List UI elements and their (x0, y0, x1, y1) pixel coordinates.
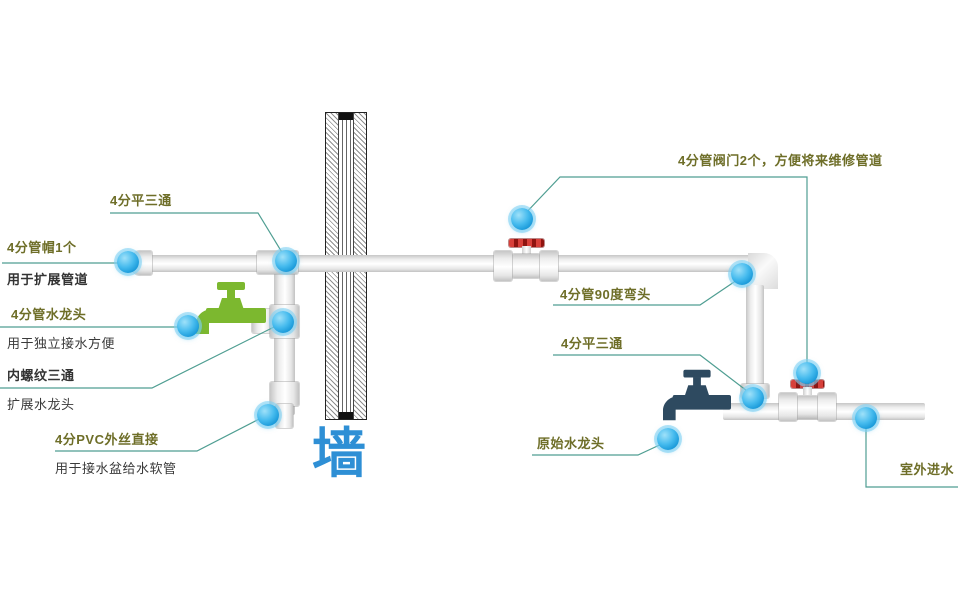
label-faucet-title: 4分管水龙头 (11, 307, 87, 322)
dot-flat-tee-right (742, 387, 764, 409)
valve-2-handle (791, 380, 824, 388)
label-faucet-desc: 用于独立接水方便 (7, 336, 116, 351)
dot-pvc-adapter (257, 404, 279, 426)
dot-elbow (731, 263, 753, 285)
wall-character-label: 墙 (312, 421, 366, 485)
valve-2-collar-left (779, 393, 797, 421)
dot-outdoor-inlet (855, 407, 877, 429)
valve-2-collar-right (818, 393, 836, 421)
label-elbow: 4分管90度弯头 (560, 287, 651, 302)
upper-pipe (135, 255, 757, 272)
label-inner-tee-desc: 扩展水龙头 (7, 397, 75, 412)
valve-1-body (512, 254, 540, 278)
label-original-faucet: 原始水龙头 (537, 436, 605, 451)
label-flat-tee-right: 4分平三通 (561, 336, 623, 351)
dot-pipe-cap (117, 251, 139, 273)
dot-valve-2 (796, 362, 818, 384)
wall-cap-top (339, 113, 353, 120)
dark-faucet-icon (663, 369, 731, 421)
dot-original-faucet (657, 428, 679, 450)
pvc-adapter-collar (270, 382, 299, 406)
label-valves-note: 4分管阀门2个，方便将来维修管道 (678, 153, 883, 168)
green-faucet-icon (196, 282, 266, 334)
valve-1-collar-left (494, 251, 512, 281)
label-outdoor-inlet: 室外进水 (900, 462, 955, 477)
valve-1-collar-right (540, 251, 558, 281)
dot-flat-tee-left (275, 250, 297, 272)
pvc-adapter-tip (276, 404, 293, 428)
label-cap-title: 4分管帽1个 (7, 240, 77, 255)
dot-valve-1 (511, 208, 533, 230)
label-inner-tee-title: 内螺纹三通 (7, 368, 75, 383)
right-vertical-pipe (746, 285, 764, 400)
label-pvc-title: 4分PVC外丝直接 (55, 432, 159, 447)
valve-2-stem (803, 387, 812, 395)
dot-green-faucet (177, 315, 199, 337)
label-cap-desc: 用于扩展管道 (7, 272, 89, 287)
label-pvc-desc: 用于接水盆给水软管 (55, 461, 177, 476)
wall-cap-bottom (339, 412, 353, 419)
label-flat-tee-left: 4分平三通 (110, 193, 172, 208)
dot-inner-thread-tee (272, 311, 294, 333)
valve-2-body (797, 396, 818, 418)
